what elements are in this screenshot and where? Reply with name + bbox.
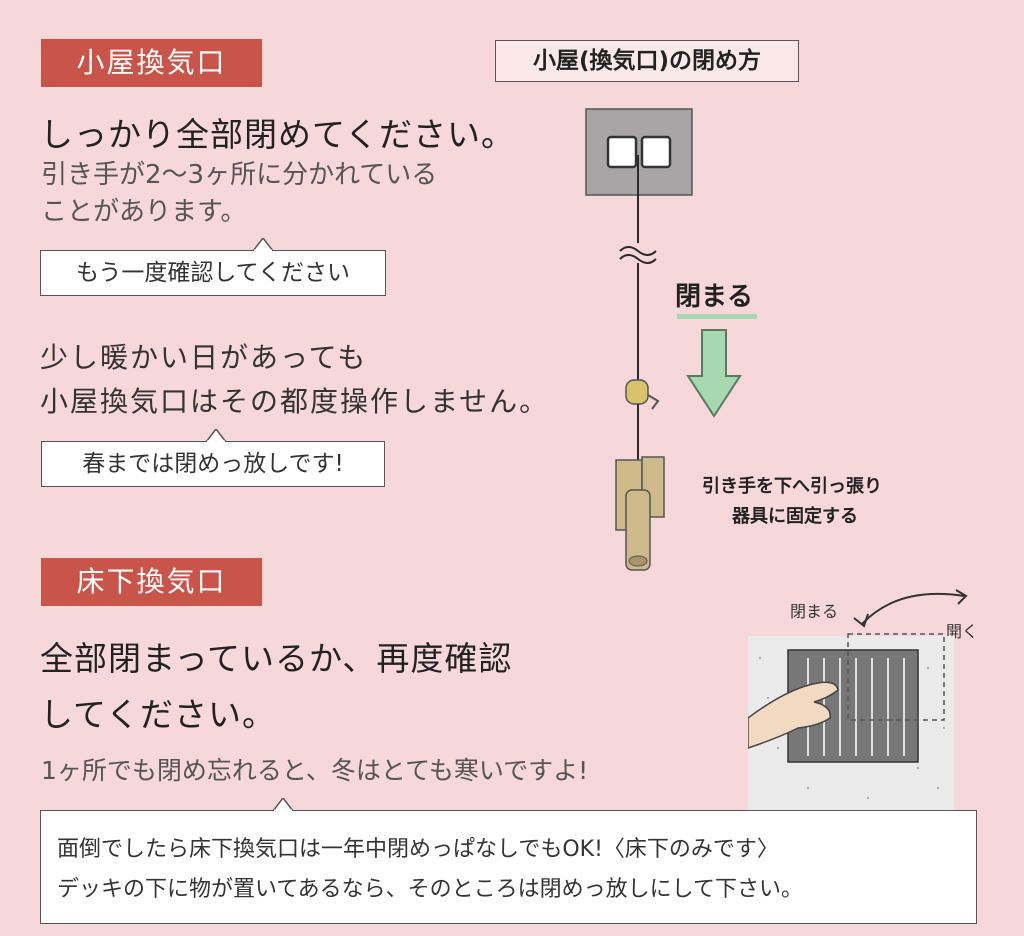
attic-confirm-bubble: もう一度確認してください — [40, 238, 386, 296]
bubble-tail-icon — [206, 429, 226, 442]
floor-heading-line1: 全部閉まっているか、再度確認 — [40, 639, 513, 678]
attic-heading: しっかり全部閉めてください。 — [40, 115, 516, 154]
attic-spring-text: 春までは閉めっ放しです! — [82, 451, 344, 477]
attic-vent-tag: 小屋換気口 — [41, 39, 262, 87]
attic-confirm-text: もう一度確認してください — [76, 260, 350, 286]
vent-open-label: 開く — [946, 622, 979, 641]
bubble-tail-icon — [273, 798, 293, 811]
attic-vent-pull-illustration — [585, 108, 693, 571]
attic-warm-line1: 少し暖かい日があっても — [40, 341, 368, 374]
attic-note-line1: 引き手が2～3ヶ所に分かれている — [41, 160, 438, 190]
floor-vent-tag: 床下換気口 — [41, 558, 262, 606]
attic-spring-bubble: 春までは閉めっ放しです! — [41, 429, 385, 487]
floor-info-line1: 面倒でしたら床下換気口は一年中閉めっぱなしでもOK!〈床下のみです〉 — [57, 837, 779, 862]
close-direction-label: 閉まる — [675, 282, 754, 312]
floor-note: 1ヶ所でも閉め忘れると、冬はとても寒いですよ! — [41, 756, 589, 785]
close-label-underline — [677, 314, 757, 319]
floor-vent-illustration — [748, 633, 954, 810]
pull-instruction-line2: 器具に固定する — [732, 506, 858, 527]
floor-heading-line2: してください。 — [40, 695, 277, 734]
down-arrow-icon — [686, 329, 742, 418]
attic-note-line2: ことがあります。 — [41, 197, 247, 227]
diagram-title: 小屋(換気口)の閉め方 — [495, 40, 799, 82]
pull-instruction-line1: 引き手を下へ引っ張り — [702, 476, 882, 497]
floor-info-line2: デッキの下に物が置いてあるなら、そのところは閉めっ放しにして下さい。 — [57, 877, 804, 902]
attic-warm-line2: 小屋換気口はその都度操作しません。 — [40, 385, 550, 418]
bubble-tail-icon — [253, 238, 273, 251]
curved-open-close-arrow-icon — [853, 589, 968, 628]
floor-info-box: 面倒でしたら床下換気口は一年中閉めっぱなしでもOK!〈床下のみです〉 デッキの下… — [40, 798, 977, 924]
vent-close-label: 閉まる — [790, 602, 839, 621]
